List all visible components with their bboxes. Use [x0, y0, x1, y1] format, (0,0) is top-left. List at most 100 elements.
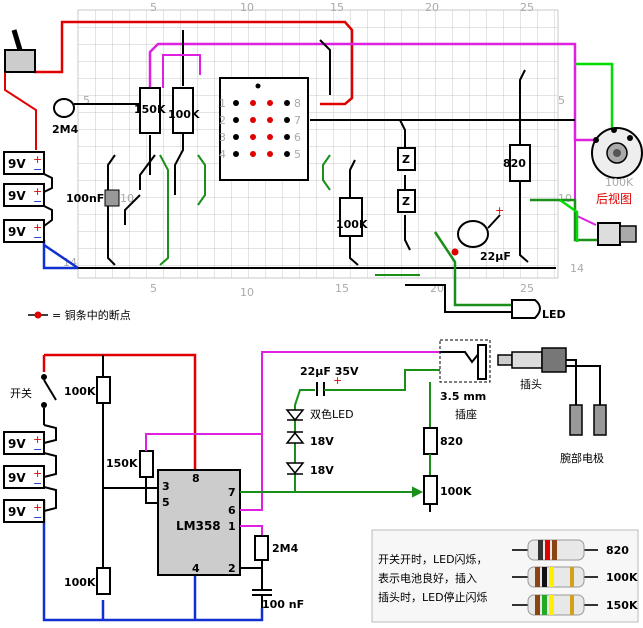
ic-pin-5: 5 — [294, 148, 301, 161]
capacitor-22uf: + — [457, 204, 504, 248]
row-num-10-left: 10 — [120, 192, 134, 205]
label-820: 820 — [503, 157, 526, 170]
svg-text:+: + — [33, 185, 42, 198]
col-num-10-bot: 10 — [240, 286, 254, 299]
label-100k-b: 100K — [336, 218, 368, 231]
label-150k: 150K — [134, 103, 166, 116]
sch-label-100k-bot: 100K — [64, 576, 96, 589]
wire-black-diag — [139, 154, 156, 190]
sch-zener-1 — [285, 431, 305, 444]
svg-text:−: − — [33, 163, 42, 176]
ic-pin-6: 6 — [294, 131, 301, 144]
sch-plug — [497, 347, 607, 436]
sch-label-jack-socket: 插座 — [455, 407, 477, 421]
wire-black-led — [405, 284, 512, 313]
sch-pin-4: 4 — [192, 562, 200, 575]
zener-1-mark: Z — [402, 153, 410, 166]
sch-led-bicolor — [285, 409, 305, 422]
resistor-150k — [139, 87, 161, 134]
resistor-color-150k — [512, 594, 598, 616]
sch-pin-3: 3 — [162, 480, 170, 493]
sch-resistor-100k-top — [96, 376, 111, 404]
label-bat3-board: 9V — [8, 225, 26, 239]
resistor-color-100k — [512, 566, 598, 588]
col-num-25-bot: 25 — [520, 282, 534, 295]
svg-text:−: − — [33, 443, 42, 456]
wire-black-zener-top — [399, 119, 406, 148]
label-break-legend: = 铜条中的断点 — [52, 308, 131, 322]
row-num-5-left: 5 — [83, 94, 90, 107]
capacitor-100nf — [104, 189, 120, 207]
svg-text:+: + — [333, 374, 342, 387]
info-resistor-150k: 150K — [606, 599, 638, 612]
resistor-100k-a — [172, 87, 194, 134]
wire-magenta-loop — [162, 54, 201, 88]
wire-black-r100k-bot — [349, 235, 359, 266]
ic-pin-3: 3 — [219, 131, 226, 144]
row-num-14-right: 14 — [570, 262, 584, 275]
col-num-25-top: 25 — [520, 1, 534, 14]
sch-label-zener-1: 18V — [310, 435, 334, 448]
sch-zener-2 — [285, 462, 305, 475]
wire-red-top — [34, 20, 354, 106]
schematic: 开关 + − + − + − 9V 9V 9V 100K 100K 150K — [3, 339, 607, 622]
label-pot-100k: 100K — [605, 176, 634, 189]
col-num-20-bot: 20 — [430, 282, 444, 295]
resistor-color-820 — [512, 539, 598, 561]
sch-switch — [41, 374, 57, 425]
wire-lime-top — [575, 62, 614, 140]
ic-pin-7: 7 — [294, 114, 301, 127]
sch-label-100nf: 100 nF — [262, 598, 304, 611]
info-line-2: 表示电池良好，插入 — [378, 571, 477, 585]
zener-2 — [397, 189, 416, 213]
sch-jack-socket — [439, 339, 491, 383]
sch-label-150k: 150K — [106, 457, 138, 470]
svg-text:−: − — [33, 511, 42, 524]
col-num-5-top: 5 — [150, 1, 157, 14]
svg-text:+: + — [33, 221, 42, 234]
sch-resistor-150k — [139, 450, 154, 478]
wire-black-100k-leg — [174, 125, 184, 195]
label-bat2-board: 9V — [8, 189, 26, 203]
svg-text:+: + — [33, 501, 42, 514]
label-22uf: 22μF — [480, 250, 511, 263]
sch-electrode-2 — [593, 404, 607, 436]
sch-ic-lm358 — [157, 469, 241, 576]
sch-resistor-100k-bot — [96, 567, 111, 595]
sch-label-jack: 3.5 mm — [440, 390, 486, 403]
resistor-820 — [509, 144, 531, 182]
wire-black-v2 — [319, 39, 331, 95]
sch-label-820: 820 — [440, 435, 463, 448]
sch-label-22uf: 22μF 35V — [300, 365, 359, 378]
label-bat1-board: 9V — [8, 157, 26, 171]
svg-text:+: + — [33, 153, 42, 166]
col-num-10-top: 10 — [240, 1, 254, 14]
sch-pot-100k — [423, 475, 438, 505]
svg-text:+: + — [33, 433, 42, 446]
svg-text:+: + — [33, 467, 42, 480]
sch-resistor-820 — [423, 427, 438, 455]
sch-pin-6: 6 — [228, 504, 236, 517]
break-point-cap — [451, 248, 459, 256]
sch-label-switch: 开关 — [10, 386, 32, 400]
sch-pin-8: 8 — [192, 472, 200, 485]
wire-lime-jack — [559, 198, 579, 242]
sch-electrode-1 — [569, 404, 583, 436]
wire-magenta-top — [148, 42, 596, 142]
resistor-100k-b — [339, 197, 363, 237]
wire-black-cap-leg — [124, 194, 141, 225]
svg-text:−: − — [33, 477, 42, 490]
ic-socket — [219, 77, 309, 181]
info-line-1: 开关开时，LED闪烁， — [378, 552, 488, 566]
wire-green-led — [433, 231, 512, 307]
sch-battery-stack: + − + − + − — [3, 424, 57, 524]
sch-label-plug: 插头 — [520, 377, 542, 391]
break-legend — [28, 311, 48, 319]
svg-text:−: − — [33, 195, 42, 208]
sch-pin-1: 1 — [228, 520, 236, 533]
sch-label-bat3: 9V — [8, 505, 26, 519]
jack-socket-board — [597, 222, 637, 246]
label-2m4: 2M4 — [52, 123, 79, 136]
sch-label-zener-2: 18V — [310, 464, 334, 477]
